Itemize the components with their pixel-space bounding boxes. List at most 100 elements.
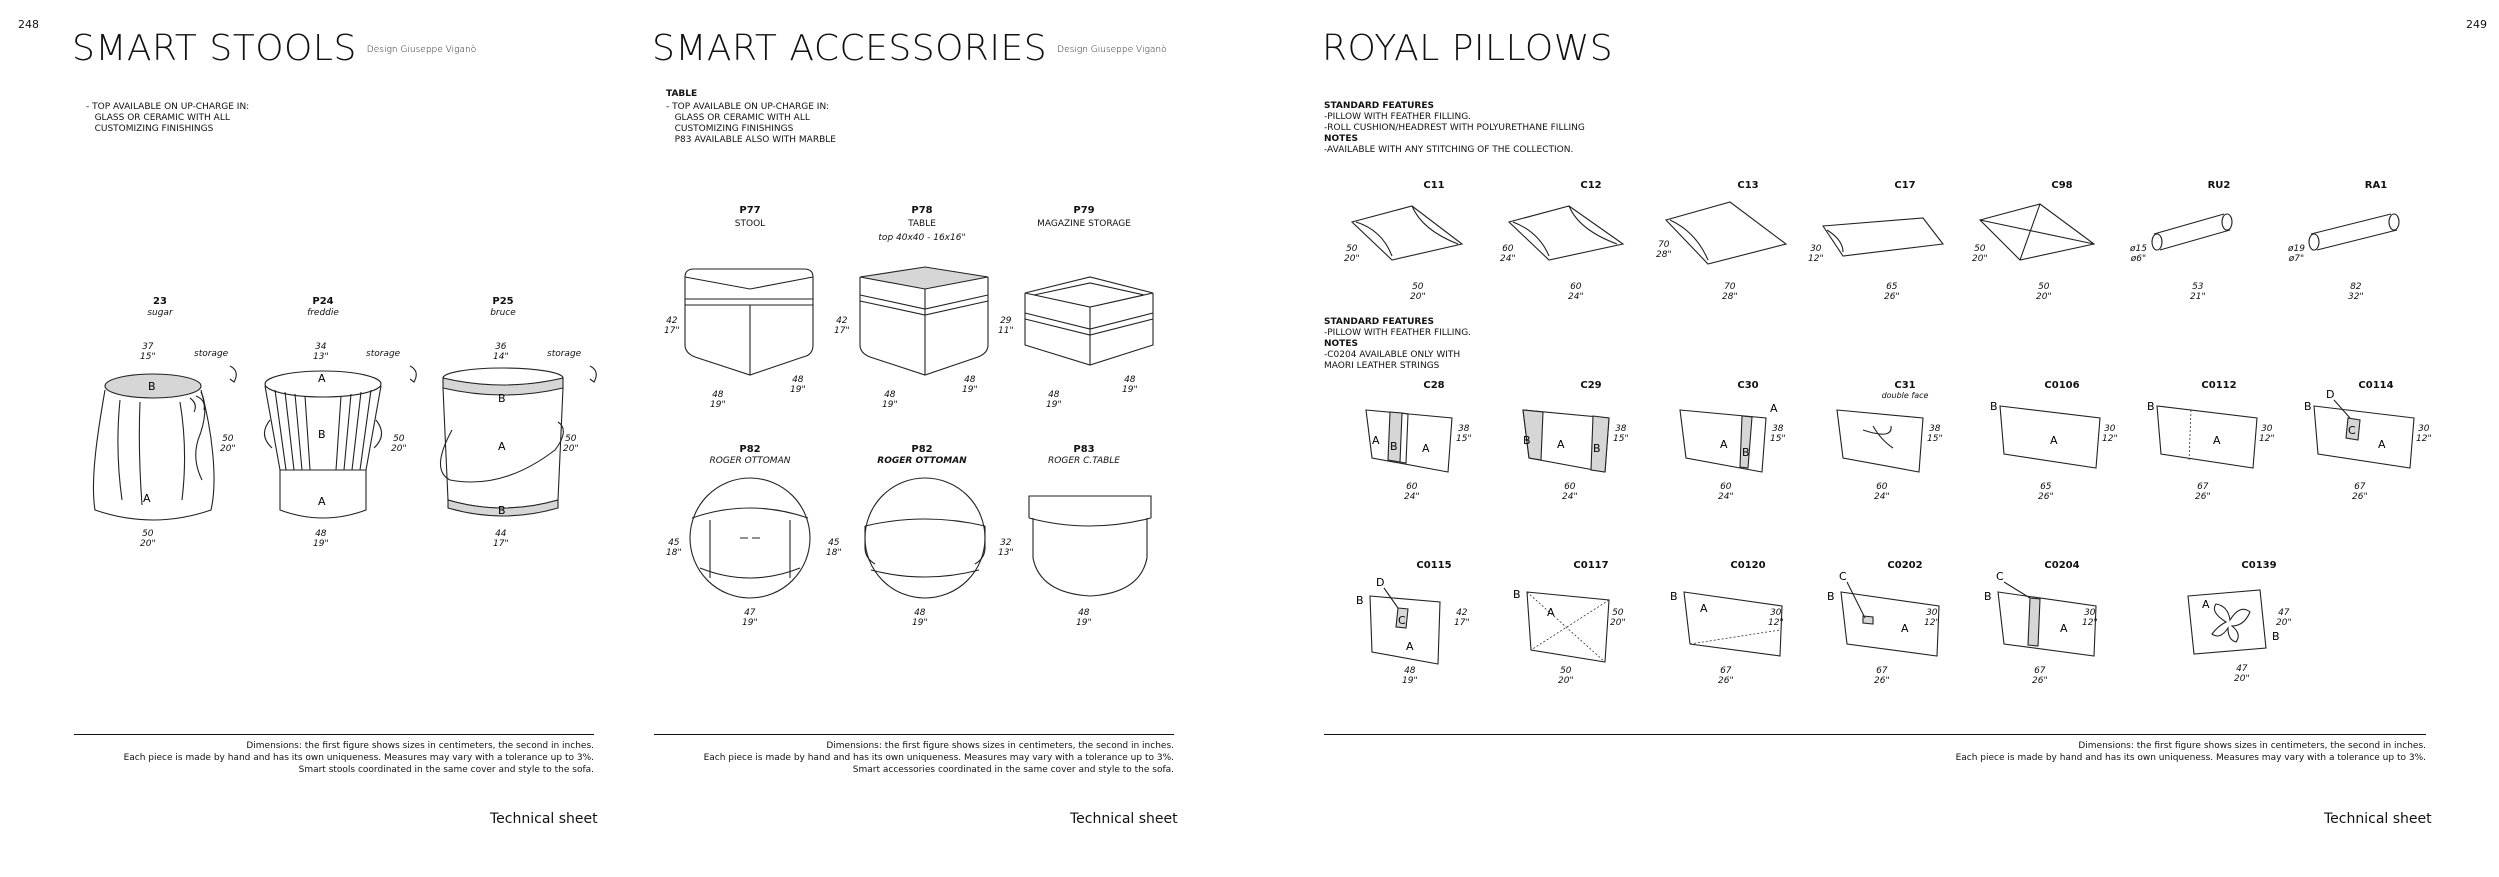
dim-side: 50 20" <box>220 434 236 454</box>
dim-top: 37 15" <box>140 342 156 362</box>
svg-text:B: B <box>318 428 326 441</box>
dim-bottom: 48 19" <box>313 529 329 549</box>
dim-side: 29 11" <box>998 316 1014 336</box>
stool-name: sugar <box>147 308 173 318</box>
dim-side: 38 15" <box>1770 424 1786 444</box>
dim-side: 38 15" <box>1456 424 1472 444</box>
dim-b2: 48 19" <box>962 375 978 395</box>
svg-text:B: B <box>1593 442 1601 455</box>
pillows-block2-heading: STANDARD FEATURES <box>1324 317 1434 327</box>
svg-text:B: B <box>498 392 506 405</box>
svg-text:B: B <box>1523 434 1531 447</box>
dim-bottom: 47 19" <box>742 608 758 628</box>
svg-text:B: B <box>1670 590 1678 603</box>
accessories-technical-sheet: Technical sheet <box>1070 811 1178 827</box>
svg-text:A: A <box>2060 622 2068 635</box>
dim-side: ø19 ø7" <box>2288 244 2305 264</box>
accessory-name: ROGER C.TABLE <box>1048 456 1120 466</box>
stools-drawing: BA ABA BAB <box>92 365 597 521</box>
svg-text:C: C <box>1839 570 1847 583</box>
dim-bottom: 48 19" <box>1402 666 1418 686</box>
dim-bottom: 60 24" <box>1718 482 1734 502</box>
svg-text:B: B <box>1827 590 1835 603</box>
pillows-technical-sheet: Technical sheet <box>2324 811 2432 827</box>
stools-footer: Dimensions: the first figure shows sizes… <box>123 741 594 775</box>
svg-text:A: A <box>1720 438 1728 451</box>
dim-bottom: 50 20" <box>1558 666 1574 686</box>
dim-bottom: 65 26" <box>2038 482 2054 502</box>
svg-text:A: A <box>1557 438 1565 451</box>
dim-bottom: 60 24" <box>1562 482 1578 502</box>
dim-side: 30 12" <box>2082 608 2098 628</box>
page-number-left: 248 <box>18 18 39 31</box>
dim-side: 47 20" <box>2276 608 2292 628</box>
stool-bruce-drawing: BAB <box>439 367 564 517</box>
pillows-title: ROYAL PILLOWS <box>1322 28 1614 69</box>
accessory-code: P82 <box>739 444 761 455</box>
dim-side: 50 20" <box>1610 608 1626 628</box>
accessories-table-heading: TABLE <box>666 89 698 99</box>
stools-designer: Design Giuseppe Viganò <box>366 45 477 55</box>
pillows-block2-notes-heading: NOTES <box>1324 339 1358 349</box>
accessory-code: P78 <box>911 205 933 216</box>
svg-text:A: A <box>1422 442 1430 455</box>
accessory-name: TABLE <box>908 219 936 229</box>
dim-b1: 48 19" <box>710 390 726 410</box>
storage-label: storage <box>194 349 229 359</box>
pillows-footer: Dimensions: the first figure shows sizes… <box>1955 741 2426 763</box>
footer-rule <box>654 734 1174 735</box>
accessories-note: - TOP AVAILABLE ON UP-CHARGE IN: GLASS O… <box>666 102 836 145</box>
dim-b1: 48 19" <box>882 390 898 410</box>
pillow-code: C17 <box>1894 180 1916 191</box>
stools-title-text: SMART STOOLS <box>72 28 357 69</box>
stool-code: 23 <box>153 296 167 307</box>
accessory-p78-drawing <box>859 266 989 376</box>
svg-text:D: D <box>1376 576 1384 589</box>
dim-side: 30 12" <box>1768 608 1784 628</box>
pillow-code: C13 <box>1737 180 1759 191</box>
dim-side: 42 17" <box>664 316 680 336</box>
accessory-p82-drawing <box>689 477 811 599</box>
pillow-code: RA1 <box>2364 180 2388 191</box>
dim-side: 30 12" <box>2102 424 2118 444</box>
footer-rule <box>74 734 594 735</box>
dim-bottom: 47 20" <box>2234 664 2250 684</box>
accessory-name: ROGER OTTOMAN <box>709 456 791 466</box>
dim-bottom: 67 26" <box>2195 482 2211 502</box>
dim-side: ø15 ø6" <box>2130 244 2147 264</box>
dim-side: 32 13" <box>998 538 1014 558</box>
svg-text:B: B <box>1984 590 1992 603</box>
accessory-name: MAGAZINE STORAGE <box>1037 219 1131 229</box>
dim-side: 42 17" <box>1454 608 1470 628</box>
pillow-code: C29 <box>1580 380 1602 391</box>
dim-side: 30 12" <box>2259 424 2275 444</box>
dim-b2: 48 19" <box>790 375 806 395</box>
footer-rule <box>1324 734 2426 735</box>
accessory-p79-drawing <box>1024 276 1154 366</box>
storage-label: storage <box>366 349 401 359</box>
pillow-code: C28 <box>1423 380 1445 391</box>
stool-name: freddie <box>307 308 339 318</box>
stools-technical-sheet: Technical sheet <box>490 811 598 827</box>
dim-bottom: 82 32" <box>2348 282 2364 302</box>
pillow-code: C0202 <box>1887 560 1923 571</box>
dim-side: 30 12" <box>1924 608 1940 628</box>
dim-bottom: 50 20" <box>1410 282 1426 302</box>
dim-bottom: 65 26" <box>1884 282 1900 302</box>
stool-freddie-drawing: ABA <box>263 370 383 519</box>
accessory-code: P79 <box>1073 205 1095 216</box>
accessory-name: ROGER OTTOMAN <box>877 456 967 466</box>
pillows-block1-heading: STANDARD FEATURES <box>1324 101 1434 111</box>
svg-text:A: A <box>318 495 326 508</box>
dim-side: 70 28" <box>1656 240 1672 260</box>
svg-text:B: B <box>498 504 506 517</box>
svg-text:B: B <box>1390 440 1398 453</box>
dim-side: 38 15" <box>1927 424 1943 444</box>
svg-text:A: A <box>1372 434 1380 447</box>
pillows-row1-drawing <box>1350 201 2400 265</box>
dim-top: 36 14" <box>493 342 509 362</box>
dim-bottom: 48 19" <box>912 608 928 628</box>
